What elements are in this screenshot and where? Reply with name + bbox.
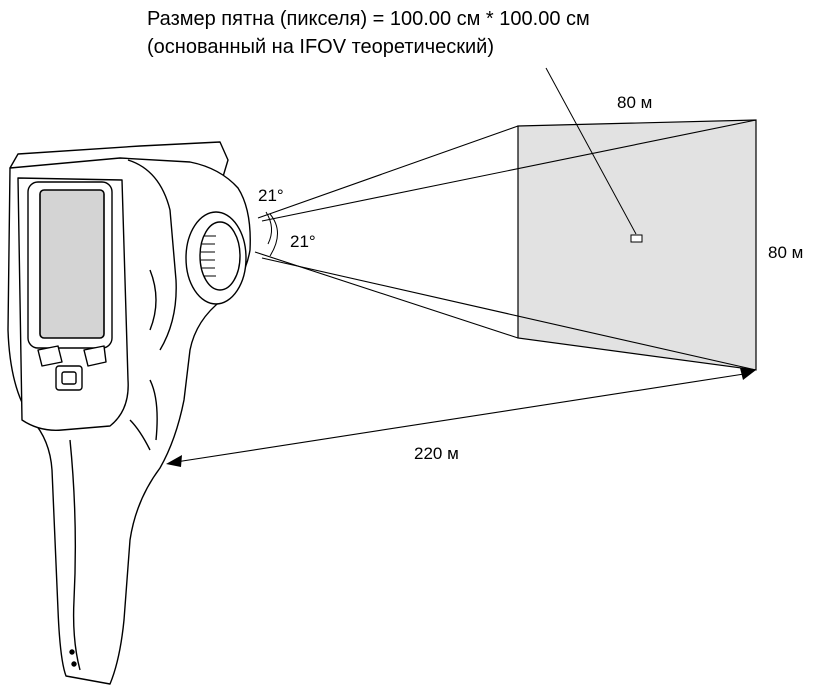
ifov-note-caption: (основанный на IFOV теоретический) [147,36,495,58]
vertical-angle-arc [269,213,278,257]
distance-arrow [166,368,756,467]
horizontal-angle-label: 21° [258,186,284,205]
thermal-camera [7,141,251,685]
target-area [517,119,757,371]
target-width-label: 80 м [617,93,653,112]
pixel-spot [630,234,643,243]
field-of-view-lines [254,119,757,371]
distance-label: 220 м [414,444,459,463]
spot-size-caption: Размер пятна (пикселя) = 100.00 см * 100… [147,8,590,30]
caption-leader-line [545,67,637,235]
target-height-label: 80 м [768,243,804,262]
horizontal-angle-arc [265,211,272,245]
vertical-angle-label: 21° [290,232,316,251]
